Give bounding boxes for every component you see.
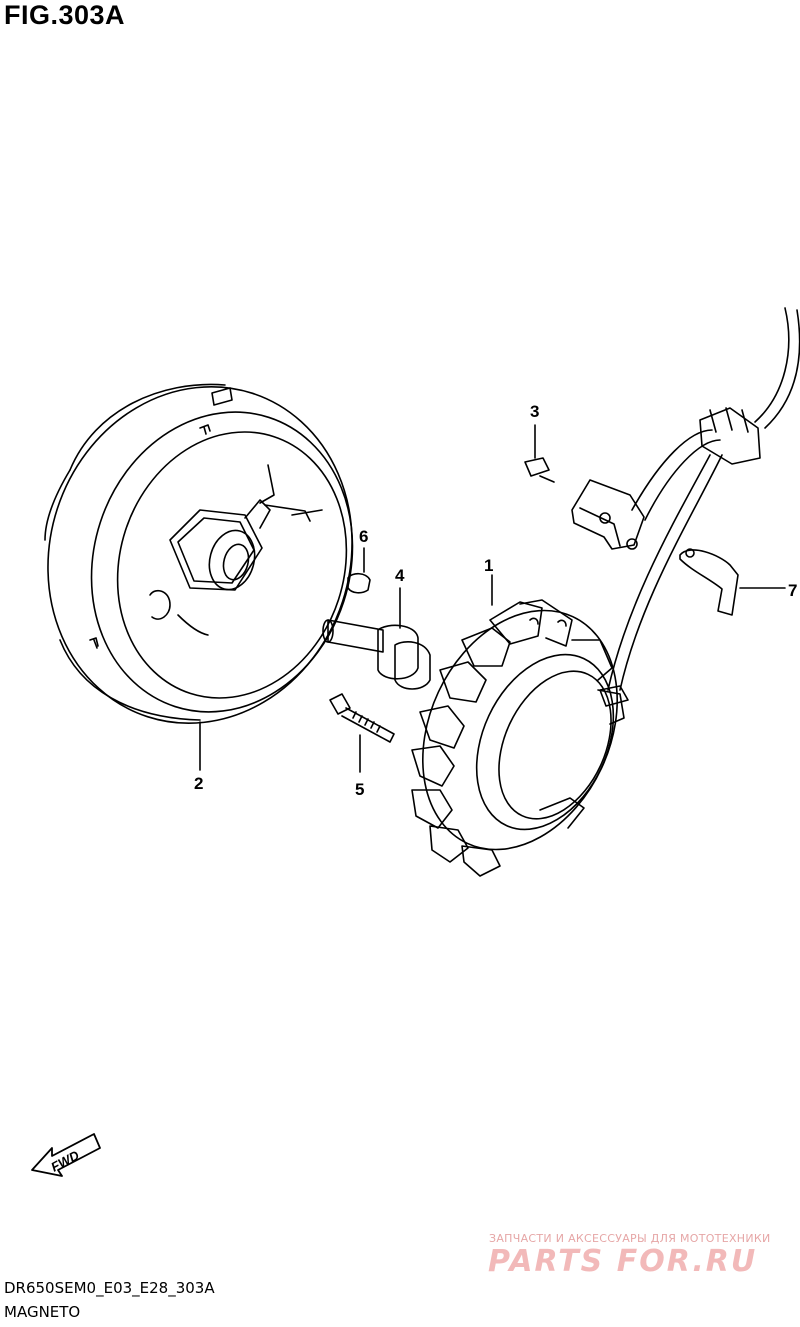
callout-6: 6 <box>359 527 368 546</box>
figure-title: FIG.303A <box>4 0 126 30</box>
stator-screw <box>329 693 395 773</box>
pickup-coil <box>524 424 645 550</box>
callout-5: 5 <box>355 780 364 799</box>
diagram-code: DR650SEM0_E03_E28_303A <box>4 1279 215 1297</box>
stator-coil <box>411 574 625 877</box>
wire-harness <box>599 307 800 707</box>
woodruff-key <box>347 547 371 594</box>
callout-1: 1 <box>484 556 493 575</box>
callout-3: 3 <box>530 402 539 421</box>
fwd-arrow-icon <box>31 1133 101 1177</box>
callout-7: 7 <box>788 581 797 600</box>
section-name: MAGNETO <box>4 1303 81 1321</box>
fwd-label: FWD <box>48 1147 82 1174</box>
wire-clamp <box>679 548 786 616</box>
flywheel-rotor <box>44 383 354 771</box>
watermark-tagline: ЗАПЧАСТИ И АКСЕССУАРЫ ДЛЯ МОТОТЕХНИКИ <box>489 1232 771 1245</box>
watermark-brand: PARTS FOR.RU <box>488 1244 758 1279</box>
flywheel-bolt <box>322 587 431 690</box>
callout-2: 2 <box>194 774 203 793</box>
callout-4: 4 <box>395 566 405 585</box>
